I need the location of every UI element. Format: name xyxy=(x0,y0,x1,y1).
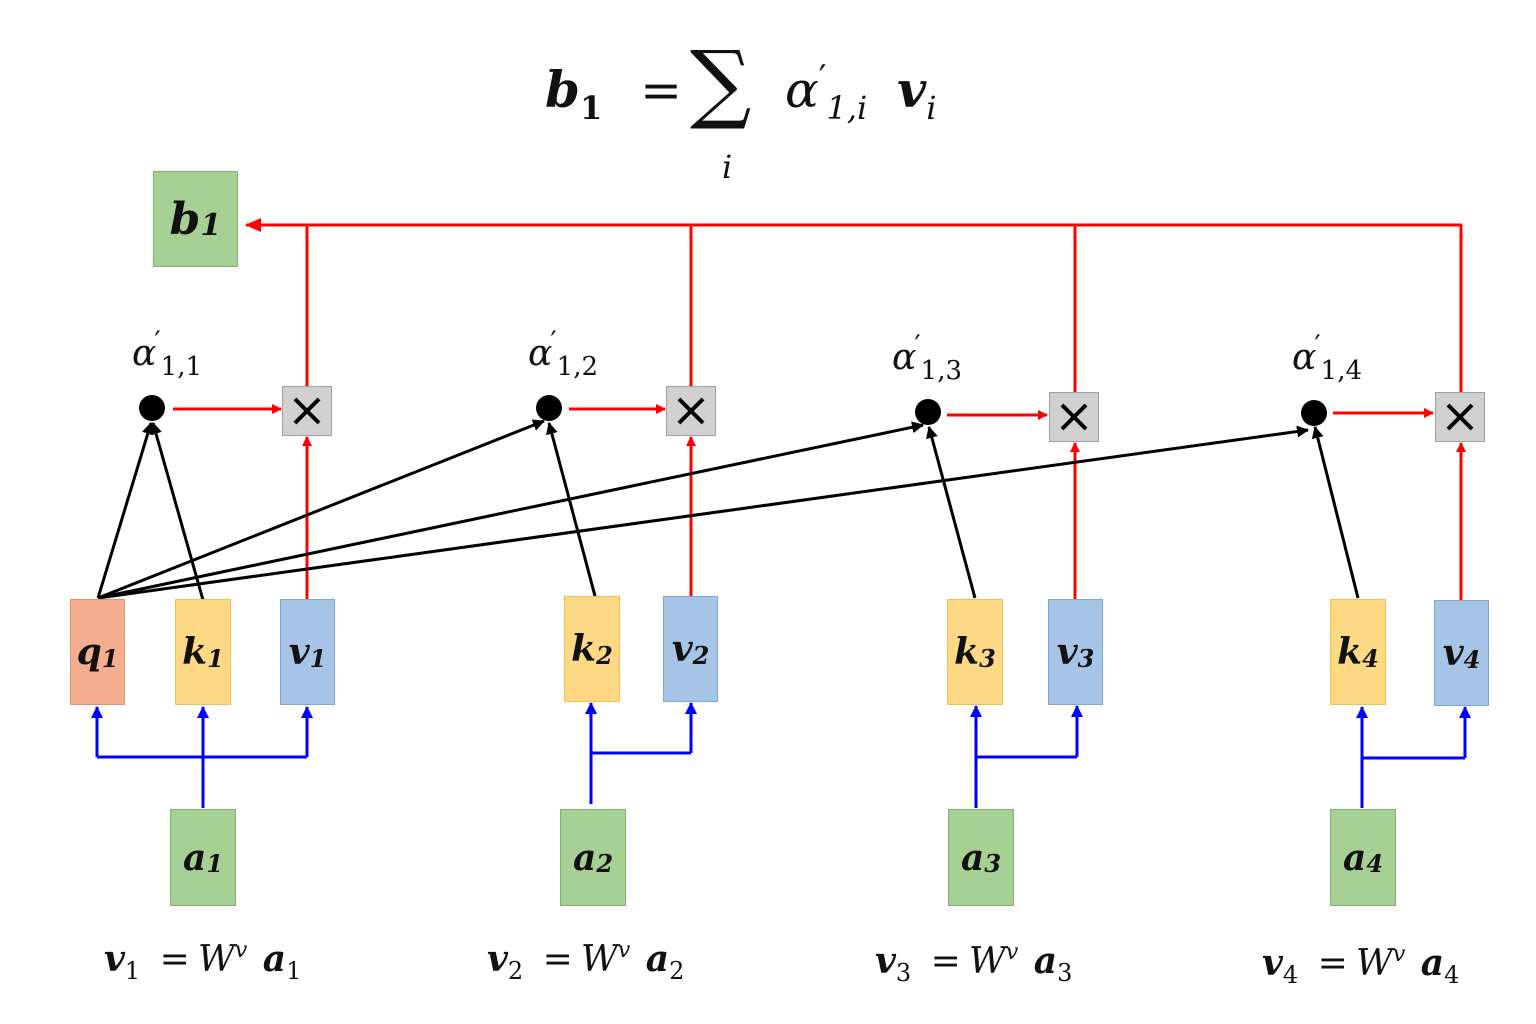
multiply-icon xyxy=(677,397,705,425)
alpha-1-4-dot xyxy=(1301,400,1327,426)
k3-to-alpha3-arrow xyxy=(926,426,977,599)
q1-to-alpha3-arrow xyxy=(97,421,924,600)
summation-sign: ∑ xyxy=(690,33,752,133)
alpha-1-4-label: α′1,4 xyxy=(1292,329,1363,386)
multiply-node-2 xyxy=(666,386,716,436)
k2-to-alpha2-arrow xyxy=(546,422,597,597)
alpha-1-3-dot xyxy=(915,399,941,425)
equation-v3: v3 =Wv a3 xyxy=(875,940,1073,987)
alpha-1-1-dot xyxy=(139,395,165,421)
q1-to-alpha2-arrow xyxy=(97,419,545,600)
k4-to-alpha4-arrow xyxy=(1311,426,1360,599)
multiply-node-3 xyxy=(1049,392,1099,442)
multiply-icon xyxy=(1446,403,1474,431)
equation-v4: v4 =Wv a4 xyxy=(1262,942,1460,989)
alpha-1-3-label: α′1,3 xyxy=(892,329,963,386)
equation-v1: v1 =Wv a1 xyxy=(104,938,302,985)
equation-v2: v2 =Wv a2 xyxy=(487,938,685,985)
k1-to-alpha1-arrow xyxy=(150,422,205,601)
summation-index: i xyxy=(722,148,733,186)
multiply-icon xyxy=(293,397,321,425)
alpha-1-2-label: α′1,2 xyxy=(528,325,599,382)
q1-to-alpha1-arrow xyxy=(96,422,154,599)
q1-to-alpha4-arrow xyxy=(97,425,1309,600)
alpha-1-2-dot xyxy=(536,395,562,421)
alpha-1-1-label: α′1,1 xyxy=(132,325,203,382)
top-formula: b1 = xyxy=(545,60,683,127)
multiply-node-1 xyxy=(282,386,332,436)
multiply-icon xyxy=(1060,403,1088,431)
top-formula-rhs: α′1,i vi xyxy=(785,58,937,127)
multiply-node-4 xyxy=(1435,392,1485,442)
